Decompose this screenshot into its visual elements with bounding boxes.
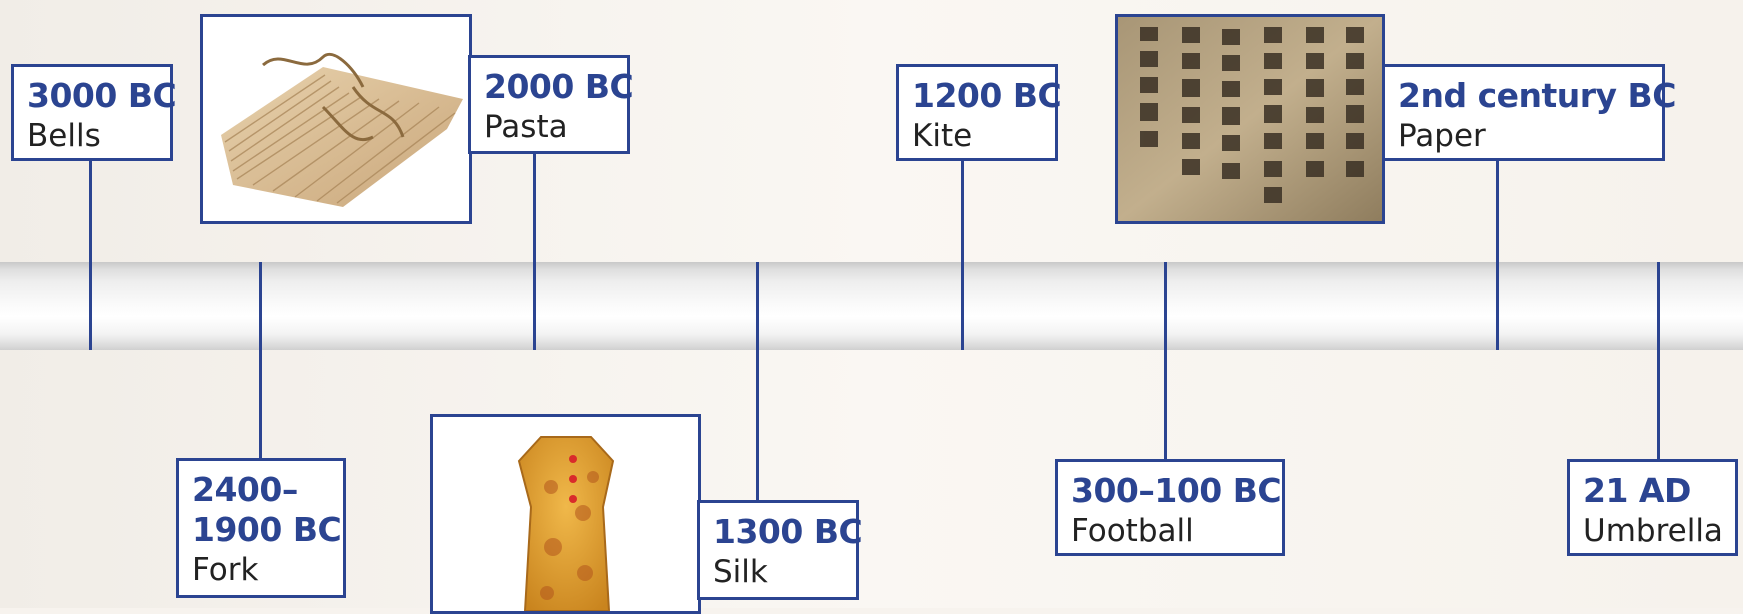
tick-bells [89,158,92,350]
event-date: 2000 BC [484,67,634,106]
tick-paper [1496,158,1499,350]
tick-football [1164,262,1167,459]
silk-illustration [433,417,698,611]
event-date: 1200 BC [912,76,1062,115]
silk-image [430,414,701,614]
event-date: 3000 BC [27,76,177,115]
event-card-fork: 2400– 1900 BC Fork [176,458,346,598]
event-date-line2: 1900 BC [192,510,342,549]
paper-image [1115,14,1385,224]
event-card-umbrella: 21 AD Umbrella [1567,459,1738,556]
event-card-bells: 3000 BC Bells [11,64,177,161]
event-item: Kite [912,118,973,154]
event-item: Silk [713,554,768,590]
event-item: Fork [192,552,259,588]
event-item: Paper [1398,118,1486,154]
pasta-image [200,14,472,224]
event-card-football: 300–100 BC Football [1055,459,1285,556]
event-date-line1: 2400– [192,470,298,509]
event-card-pasta: 2000 BC Pasta [468,55,634,154]
tick-fork [259,262,262,458]
paper-illustration [1118,17,1382,221]
event-card-paper: 2nd century BC Paper [1382,64,1676,161]
pasta-illustration [203,17,469,221]
event-item: Umbrella [1583,513,1723,549]
event-item: Bells [27,118,101,154]
event-card-silk: 1300 BC Silk [697,500,863,600]
event-card-kite: 1200 BC Kite [896,64,1062,161]
event-date: 1300 BC [713,512,863,551]
tick-kite [961,158,964,350]
event-item: Football [1071,513,1194,549]
tick-pasta [533,151,536,350]
event-item: Pasta [484,109,568,145]
tick-silk [756,262,759,504]
event-date: 300–100 BC [1071,471,1282,510]
event-date: 2nd century BC [1398,76,1676,115]
tick-umbrella [1657,262,1660,459]
event-date: 21 AD [1583,471,1691,510]
timeline-bar [0,262,1743,350]
